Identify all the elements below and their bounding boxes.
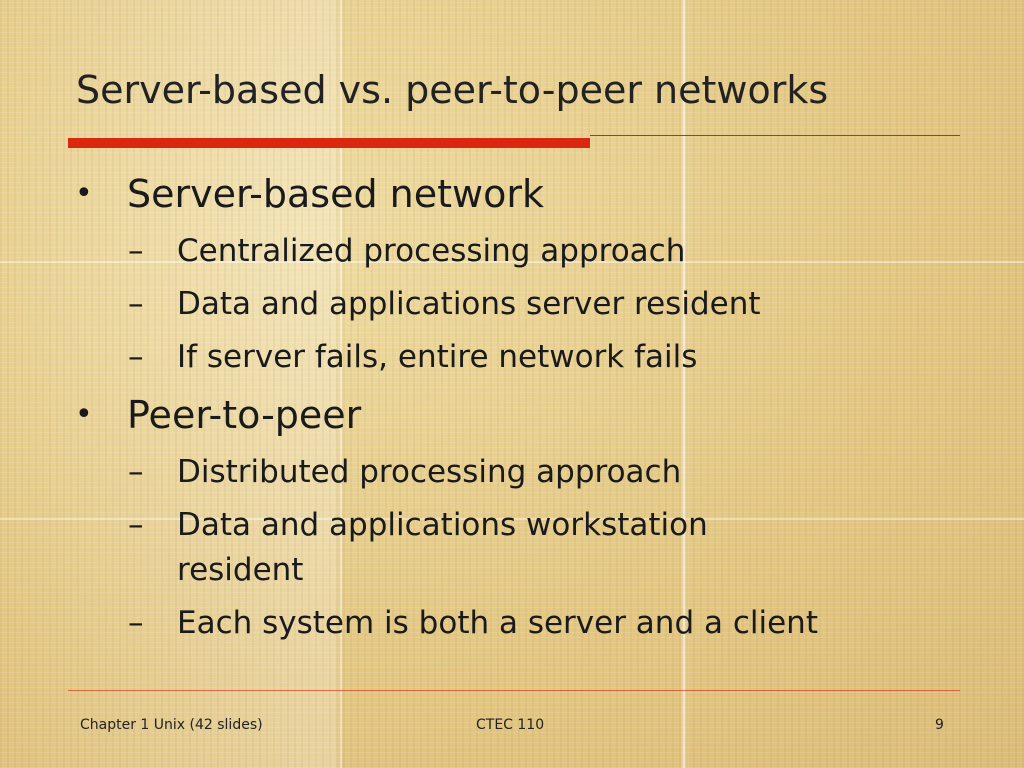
bullet-text: Server-based network bbox=[127, 172, 544, 216]
title-underline-thick bbox=[68, 138, 590, 148]
title-underline-thin bbox=[590, 135, 960, 136]
footer-divider bbox=[68, 690, 960, 691]
sub-bullet-dash: – bbox=[128, 339, 144, 375]
sub-bullet-text: Distributed processing approach bbox=[177, 454, 682, 490]
sub-bullet-dash: – bbox=[128, 286, 144, 322]
sub-bullet-text: Each system is both a server and a clien… bbox=[177, 605, 818, 641]
slide-number: 9 bbox=[935, 717, 944, 733]
footer-center: CTEC 110 bbox=[476, 717, 545, 733]
sub-bullet-text: If server fails, entire network fails bbox=[177, 339, 698, 375]
sub-bullet-dash: – bbox=[128, 507, 144, 543]
slide-title: Server-based vs. peer-to-peer networks bbox=[76, 68, 829, 112]
sub-bullet-dash: – bbox=[128, 605, 144, 641]
sub-bullet-dash: – bbox=[128, 454, 144, 490]
footer-left: Chapter 1 Unix (42 slides) bbox=[80, 717, 263, 733]
sub-bullet-text: Centralized processing approach bbox=[177, 233, 686, 269]
sub-bullet-text: Data and applications server resident bbox=[177, 286, 761, 322]
sub-bullet-text: Data and applications workstation bbox=[177, 507, 708, 543]
bullet-text: Peer-to-peer bbox=[127, 393, 362, 437]
sub-bullet-dash: – bbox=[128, 233, 144, 269]
sub-bullet-text: resident bbox=[177, 552, 304, 588]
bullet-dot: • bbox=[75, 176, 93, 211]
bullet-dot: • bbox=[75, 397, 93, 432]
